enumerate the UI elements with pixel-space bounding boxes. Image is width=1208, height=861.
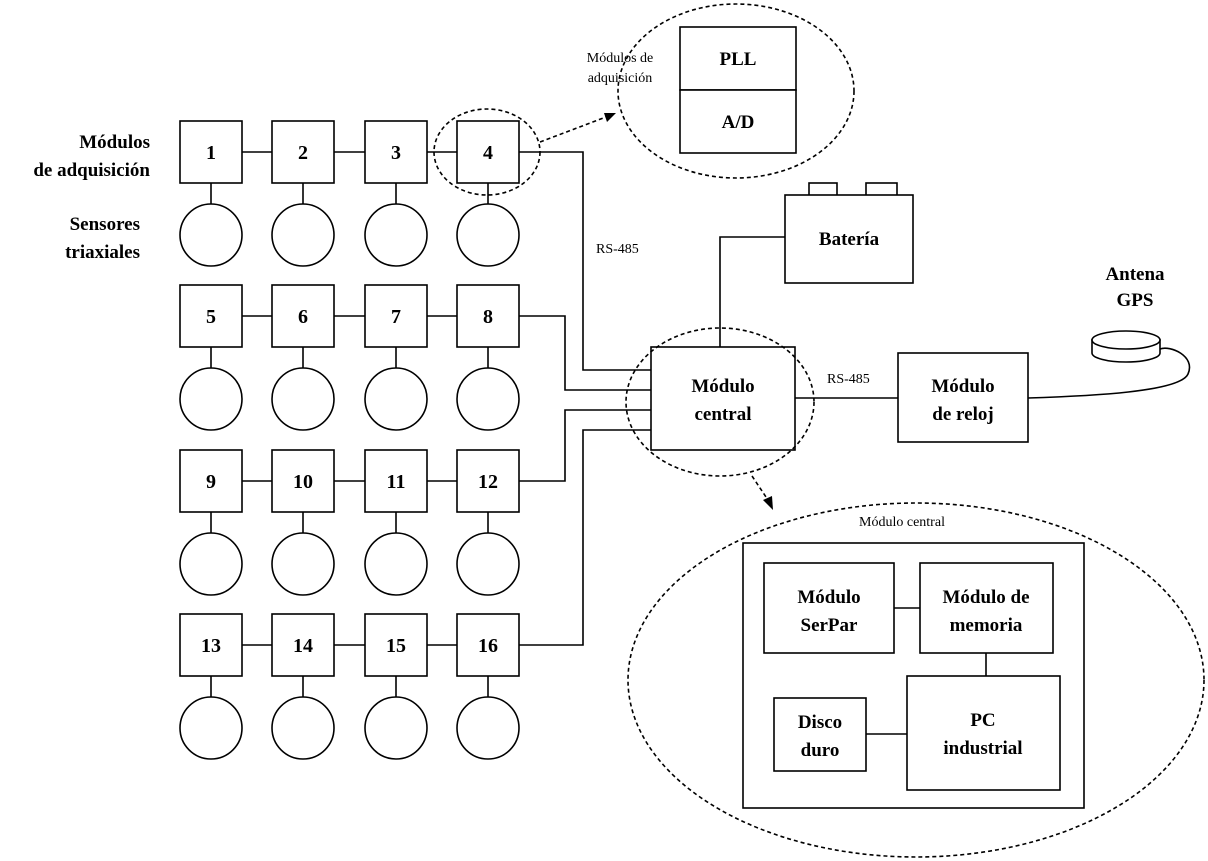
clock-link-label: RS-485 xyxy=(827,372,870,387)
triaxial-sensor xyxy=(364,532,428,596)
acquisition-module-number: 9 xyxy=(206,471,216,493)
battery-wire xyxy=(719,236,785,347)
acquisition-module-box xyxy=(364,120,428,184)
pll-label: PLL xyxy=(720,49,757,70)
acquisition-module-box xyxy=(364,613,428,677)
acquisition-module-box xyxy=(179,449,243,513)
acquisition-module-box xyxy=(179,120,243,184)
acquisition-module-number: 1 xyxy=(206,142,216,164)
pll-block xyxy=(679,26,797,91)
battery-terminal-left xyxy=(808,182,838,197)
serpar-label-line2: SerPar xyxy=(801,615,859,636)
battery xyxy=(784,194,914,284)
central-module-highlight xyxy=(625,327,815,477)
central-detail-caption: Módulo central xyxy=(859,515,945,530)
acquisition-module-number: 3 xyxy=(391,142,401,164)
acquisition-module-number: 10 xyxy=(293,471,313,493)
triaxial-sensor xyxy=(179,696,243,760)
acquisition-module-number: 11 xyxy=(387,471,406,493)
triaxial-sensor xyxy=(271,696,335,760)
acquisition-module-number: 14 xyxy=(293,635,313,657)
central-module-label-line2: central xyxy=(695,404,752,425)
bus-label: RS-485 xyxy=(596,242,639,257)
acquisition-module-number: 12 xyxy=(478,471,498,493)
antenna-cable xyxy=(1027,347,1191,399)
central-module-label-line1: Módulo xyxy=(691,376,754,397)
triaxial-sensor xyxy=(271,367,335,431)
antenna-label-line2: GPS xyxy=(1117,290,1154,311)
battery-terminal-right xyxy=(865,182,898,197)
central-detail-pointer-line xyxy=(751,475,769,501)
detail-pointer-line xyxy=(539,116,607,143)
triaxial-sensor xyxy=(456,532,520,596)
acquisition-module-box xyxy=(179,613,243,677)
memory-module xyxy=(919,562,1054,654)
triaxial-sensor xyxy=(364,367,428,431)
acquisition-module-number: 8 xyxy=(483,306,493,328)
triaxial-sensor xyxy=(456,696,520,760)
acquisition-module-box xyxy=(364,449,428,513)
modules-label-line1: Módulos xyxy=(79,132,150,153)
disk-label-line2: duro xyxy=(801,740,840,761)
acquisition-module-box xyxy=(364,284,428,348)
ad-label: A/D xyxy=(722,112,755,133)
sensors-label-line1: Sensores xyxy=(70,214,140,235)
serpar-label-line1: Módulo xyxy=(797,587,860,608)
disk-label-line1: Disco xyxy=(798,712,842,733)
industrial-pc xyxy=(906,675,1061,791)
acquisition-module-number: 7 xyxy=(391,306,401,328)
acquisition-module-number: 15 xyxy=(386,635,406,657)
pc-label-line2: industrial xyxy=(943,738,1022,759)
triaxial-sensor xyxy=(456,367,520,431)
triaxial-sensor xyxy=(271,532,335,596)
module-4-highlight xyxy=(433,108,541,196)
bus-wire-row4 xyxy=(519,429,651,646)
detail-pointer-arrowhead xyxy=(604,113,616,122)
triaxial-sensor xyxy=(364,696,428,760)
acquisition-module-box xyxy=(271,613,335,677)
memory-label-line1: Módulo de xyxy=(942,587,1029,608)
triaxial-sensor xyxy=(179,532,243,596)
memory-label-line2: memoria xyxy=(950,615,1023,636)
triaxial-sensor xyxy=(179,367,243,431)
acquisition-module-box xyxy=(271,449,335,513)
clock-module-label-line2: de reloj xyxy=(932,404,993,425)
gps-antenna-icon xyxy=(1091,330,1161,363)
acquisition-module-number: 16 xyxy=(478,635,498,657)
acquisition-module-number: 4 xyxy=(483,142,493,164)
antenna-label-line1: Antena xyxy=(1105,264,1165,285)
bus-wire-row3 xyxy=(519,409,651,482)
central-detail-ellipse xyxy=(627,502,1205,858)
acquisition-module-box xyxy=(271,284,335,348)
acquisition-module-number: 6 xyxy=(298,306,308,328)
pc-label-line1: PC xyxy=(970,710,995,731)
bus-wires xyxy=(519,151,651,646)
acquisition-module-number: 5 xyxy=(206,306,216,328)
bus-wire-row1 xyxy=(519,151,651,371)
central-module xyxy=(650,346,796,451)
triaxial-sensor xyxy=(179,203,243,267)
acquisition-module-number: 13 xyxy=(201,635,221,657)
acquisition-module-box xyxy=(179,284,243,348)
triaxial-sensor xyxy=(364,203,428,267)
clock-module-label-line1: Módulo xyxy=(931,376,994,397)
acq-detail-caption-line2: adquisición xyxy=(588,71,653,86)
modules-label-line2: de adquisición xyxy=(33,160,150,181)
central-detail-pointer-arrowhead xyxy=(763,496,773,510)
battery-label: Batería xyxy=(819,229,880,250)
sensors-label-line2: triaxiales xyxy=(65,242,140,263)
clock-module xyxy=(897,352,1029,443)
serpar-module xyxy=(763,562,895,654)
acq-detail-ellipse xyxy=(617,3,855,179)
triaxial-sensor xyxy=(456,203,520,267)
disk xyxy=(773,697,867,772)
triaxial-sensor xyxy=(271,203,335,267)
acquisition-module-number: 2 xyxy=(298,142,308,164)
bus-wire-row2 xyxy=(519,315,651,391)
acq-detail-caption-line1: Módulos de xyxy=(587,51,654,66)
ad-block xyxy=(679,89,797,154)
